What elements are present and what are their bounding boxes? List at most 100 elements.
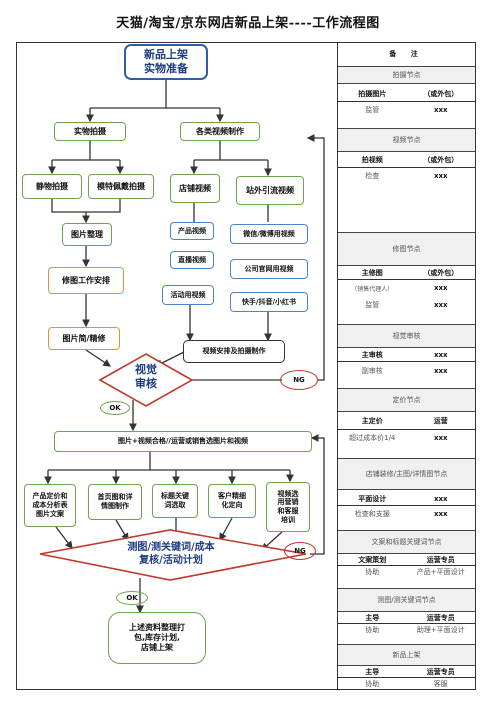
offsite-video-box: 站外引流视频 [236,176,304,205]
row-right: 客服 [433,680,448,688]
branch-targeting-line2: 化定向 [221,501,243,509]
notes-row: （销售代理人） xxx [338,280,475,296]
branch-targeting-box: 客户精细 化定向 [208,484,256,518]
ok-label-2: OK [126,594,138,602]
notes-row: 主定价 运营 [338,412,475,430]
row-left: 监管 [365,301,380,309]
row-left: 文案策划 [358,555,387,564]
product-video-box: 产品视频 [170,222,214,240]
test-review-label: 测图/测关键词/成本 复核/活动计划 [86,541,256,567]
row-right: xxx [433,350,448,359]
section-title: 视频节点 [392,136,421,144]
row-left: 拍摄图片 [358,89,387,98]
video-production-box: 各类视频制作 [180,122,260,141]
section-decoration: 店铺装修/主图/详情图节点 [338,458,475,490]
row-left: 副审核 [361,367,383,375]
retouch-schedule-label: 修图工作安排 [62,275,110,285]
row-right: 产品+平面设计 [416,568,465,576]
branch-video-line4: 培训 [281,515,295,524]
image-retouch-label: 图片简/精修 [62,333,106,343]
row-left: 检查和支援 [354,510,390,518]
frame-divider [337,42,338,690]
branch-keyword-box: 标题关键 词选取 [152,484,198,518]
section-title: 测图/测关键词节点 [377,596,436,604]
new-product-box: 新品上架 实物准备 [124,44,208,80]
store-video-box: 店铺视频 [170,174,220,203]
notes-row: 主修图 （或外包） [338,266,475,280]
image-retouch-box: 图片简/精修 [48,327,120,350]
ng-label-2: NG [294,547,306,555]
branch-pricing-line3: 图片文案 [36,509,64,518]
notes-header: 备 注 [338,42,475,66]
branch-pricing-line1: 产品定价和 [32,492,68,501]
section-launch: 新品上架 [338,644,475,666]
row-left: （销售代理人） [351,285,394,293]
test-review-line1: 测图/测关键词/成本 [127,542,215,553]
notes-row: 监管 xxx [338,298,475,312]
section-copywriting: 文案和标题关键词节点 [338,530,475,554]
visual-review-label: 视觉 审核 [126,363,166,392]
section-title: 店铺装修/主图/详情图节点 [365,470,448,478]
row-right: 运营专员 [426,613,455,622]
video-production-label: 各类视频制作 [196,126,244,136]
branch-homepage-line2: 情图制作 [101,502,129,510]
final-box: 上述资料整理打 包,库存计划, 店铺上架 [108,612,206,664]
section-retouch: 修图节点 [338,232,475,266]
final-line3: 店铺上架 [141,643,173,652]
row-right: xxx [433,367,448,375]
new-product-label: 新品上架 [144,48,188,62]
row-left: 主定价 [361,416,383,425]
ng-badge-2: NG [284,542,316,560]
row-right: xxx [433,172,448,180]
wechat-video-label: 微信/微博用视频 [243,229,295,238]
physical-prep-label: 实物准备 [144,62,188,75]
row-left: 主导 [365,613,380,622]
official-video-label: 公司官网用视频 [244,264,294,273]
row-right: xxx [433,284,448,292]
row-right: （或外包） [423,268,459,277]
branch-targeting-line1: 客户精细 [218,492,246,501]
notes-row: 文案策划 运营专员 [338,554,475,566]
row-left: 主修图 [361,268,383,277]
live-video-box: 直播视频 [170,251,214,269]
notes-row: 监管 xxx [338,102,475,118]
notes-row: 主导 运营专员 [338,612,475,624]
section-testing: 测图/测关键词节点 [338,588,475,612]
test-review-line2: 复核/活动计划 [139,555,203,566]
section-pricing: 定价节点 [338,388,475,412]
branch-video-line2: 用营销 [277,498,299,507]
notes-row: 主审核 xxx [338,348,475,362]
ok-badge-2: OK [116,591,148,605]
row-right: （或外包） [423,89,459,98]
branch-video-line3: 和客服 [277,507,299,515]
notes-row: 协助 产品+平面设计 [338,566,475,578]
notes-row: 主导 运营专员 [338,666,475,678]
offsite-video-label: 站外引流视频 [246,185,294,195]
image-organize-box: 图片整理 [62,223,112,246]
video-schedule-label: 视频安排及拍摄制作 [202,347,266,356]
row-left: 主审核 [361,350,383,359]
still-shoot-label: 静物拍摄 [36,181,68,191]
row-left: 超过成本价1/4 [349,434,396,442]
retouch-schedule-box: 修图工作安排 [48,267,124,294]
row-left: 拍视频 [361,155,383,164]
combine-box: 图片+视频合格//运营或销售选图片和视频 [54,431,312,452]
short-video-box: 快手/抖音/小红书 [230,292,308,312]
short-video-label: 快手/抖音/小红书 [241,297,297,306]
model-shoot-label: 模特佩戴拍摄 [97,181,145,191]
row-right: 运营专员 [426,555,455,564]
row-left: 协助 [365,680,380,688]
page-title: 天猫/淘宝/京东网店新品上架----工作流程图 [116,16,380,31]
section-shoot: 拍摄节点 [338,66,475,84]
notes-row: 协助 客服 [338,678,475,690]
row-right: xxx [433,494,448,503]
row-right: xxx [433,106,448,114]
notes-header-label: 备 注 [389,50,424,58]
section-title: 文案和标题关键词节点 [371,538,442,546]
image-organize-label: 图片整理 [71,229,103,239]
product-video-label: 产品视频 [178,226,206,235]
row-right: 运营专员 [426,667,455,676]
row-right: 助理+平面设计 [416,626,465,634]
activity-video-label: 活动用视频 [170,290,206,299]
ok-badge-1: OK [100,401,130,415]
